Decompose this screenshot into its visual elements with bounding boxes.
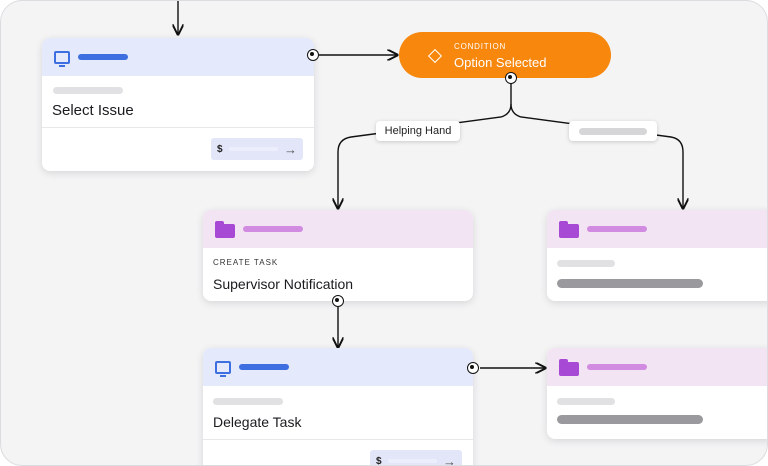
title-placeholder (557, 415, 703, 424)
divider (42, 127, 314, 128)
card-header (547, 348, 767, 386)
currency-symbol: $ (376, 455, 382, 466)
card-supervisor-notification[interactable]: CREATE TASK Supervisor Notification (203, 210, 473, 301)
connector-condition-left (338, 81, 512, 208)
card-bottom-right[interactable] (547, 348, 767, 439)
text-placeholder (557, 260, 615, 267)
branch-label: Helping Hand (384, 125, 452, 137)
monitor-icon (54, 50, 70, 67)
condition-node[interactable]: CONDITION Option Selected (399, 32, 611, 78)
price-field[interactable]: $ → (211, 138, 303, 160)
card-header (203, 348, 473, 386)
branch-placeholder (579, 127, 647, 135)
card-header (42, 38, 314, 76)
arrow-right-icon[interactable]: → (284, 141, 297, 157)
card-header (547, 210, 767, 248)
card-kicker: CREATE TASK (213, 258, 279, 267)
output-port-delegate[interactable] (467, 362, 479, 374)
text-placeholder (557, 398, 615, 405)
diamond-icon (427, 48, 443, 64)
currency-symbol: $ (217, 143, 223, 155)
folder-icon (559, 358, 579, 376)
arrow-right-icon[interactable]: → (443, 453, 456, 466)
branch-tag-right[interactable] (569, 121, 657, 141)
folder-icon (215, 220, 235, 238)
card-title: Supervisor Notification (213, 276, 354, 292)
card-delegate-task[interactable]: Delegate Task $ → (203, 348, 473, 466)
header-placeholder (587, 226, 647, 232)
folder-icon (559, 220, 579, 238)
output-port-condition[interactable] (505, 72, 517, 84)
condition-label: Option Selected (454, 55, 547, 70)
title-placeholder (557, 279, 703, 288)
monitor-icon (215, 360, 231, 377)
output-port-supervisor[interactable] (332, 295, 344, 307)
card-right-branch[interactable] (547, 210, 767, 301)
header-placeholder (78, 54, 128, 60)
header-placeholder (239, 364, 289, 370)
card-select-issue[interactable]: Select Issue $ → (42, 38, 314, 171)
text-placeholder (53, 87, 123, 94)
price-field[interactable]: $ → (370, 450, 462, 466)
header-placeholder (243, 226, 303, 232)
connector-condition-right (510, 103, 683, 208)
card-title: Delegate Task (213, 414, 302, 430)
text-placeholder (213, 398, 283, 405)
card-header (203, 210, 473, 248)
branch-tag-left[interactable]: Helping Hand (376, 121, 460, 141)
card-title: Select Issue (52, 102, 134, 119)
output-port-select-issue[interactable] (307, 49, 319, 61)
condition-kicker: CONDITION (454, 42, 507, 51)
header-placeholder (587, 364, 647, 370)
divider (203, 439, 473, 440)
